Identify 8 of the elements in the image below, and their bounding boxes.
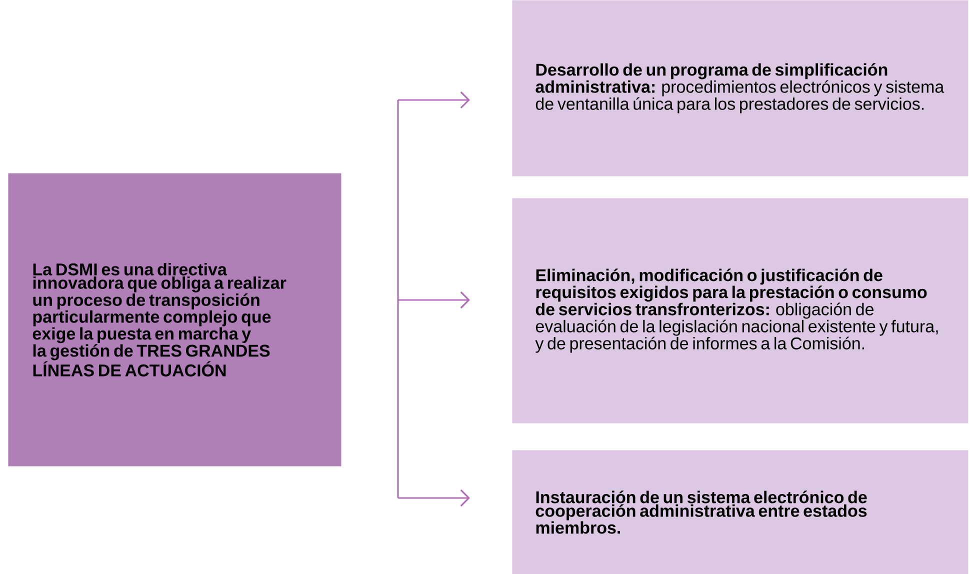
intro-box: La DSMI es una directiva innovadora que obliga a realizar un proceso de transposición particularmente complejo que exige la puesta en marcha y la gestión de TRES GRANDES LÍNEAS DE ACTUACIÓN	[8, 173, 342, 466]
action-box: Instauración de un sistema electrónico de cooperación administrativa entre estados miembros.	[512, 450, 968, 574]
action-box: Eliminación, modificación o justificación de requisitos exigidos para la prestación o consumo de servicios transfronterizos: obligación de evaluación de la legislación nacional existente y futura, y de presentación de informes a la Comisión.	[512, 198, 968, 424]
arrow	[398, 91, 470, 109]
action-box: Desarrollo de un programa de simplificación administrativa: procedimientos electrónicos y sistema de ventanilla única para los prestadores de servicios.	[512, 0, 968, 176]
arrow	[398, 291, 470, 309]
connector-trunk	[397, 100, 399, 498]
arrow	[398, 489, 470, 507]
